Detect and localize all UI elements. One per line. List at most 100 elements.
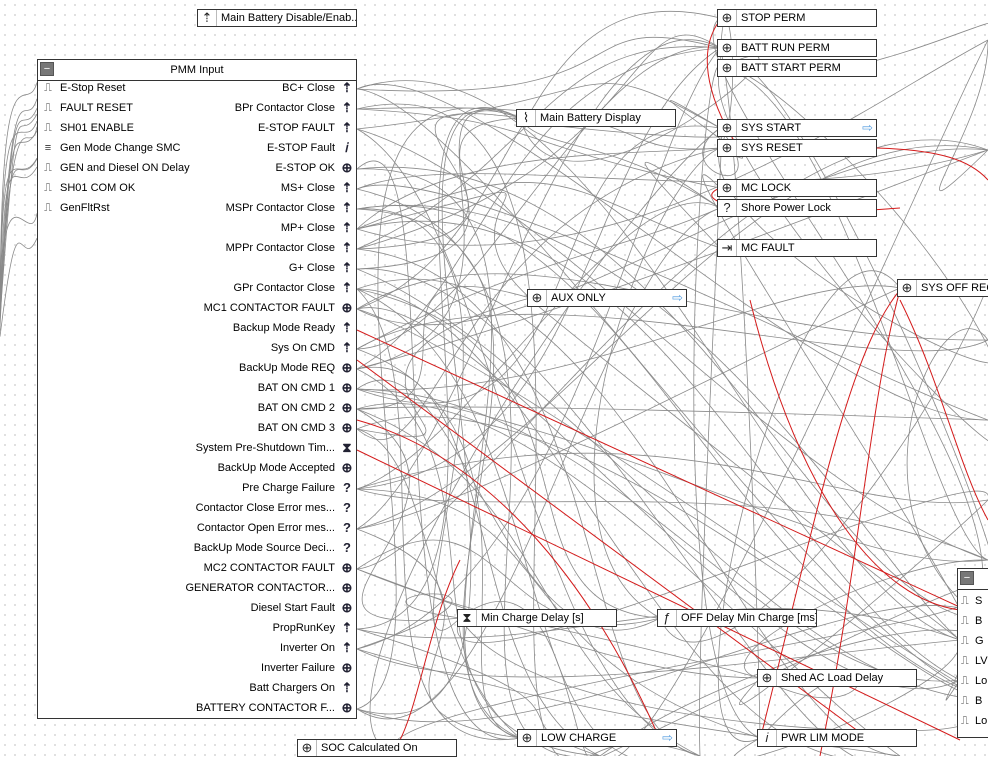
wire [356, 47, 721, 650]
right-block-port[interactable]: ⎍Lo [961, 673, 987, 689]
main-battery-display-block[interactable]: ⌇Main Battery Display [516, 109, 676, 127]
batt-start-perm-block[interactable]: ⊕BATT START PERM [717, 59, 877, 77]
pmm-output-port[interactable]: BAT ON CMD 3⊕ [258, 420, 355, 436]
shed-ac-load-delay-block[interactable]: ⊕Shed AC Load Delay [757, 669, 917, 687]
port-label: GPr Contactor Close [233, 282, 335, 294]
arrow-right-icon[interactable]: ⇨ [662, 730, 673, 745]
pmm-output-port[interactable]: MS+ Close⇡ [281, 180, 355, 196]
pmm-output-port[interactable]: Backup Mode Ready⇡ [233, 320, 355, 336]
pmm-output-port[interactable]: Inverter Failure⊕ [261, 660, 355, 676]
wire [356, 39, 988, 246]
pmm-input-block[interactable]: − PMM Input ⎍E-Stop Reset ⎍FAULT RESET ⎍SH… [37, 59, 357, 719]
pmm-output-port[interactable]: E-STOP FAULT⇡ [258, 120, 355, 136]
port-label: Diesel Start Fault [250, 602, 335, 614]
arrow-right-icon[interactable]: ⇨ [672, 290, 683, 305]
pmm-output-port[interactable]: Contactor Close Error mes...? [196, 500, 355, 516]
mc-lock-block[interactable]: ⊕MC LOCK [717, 179, 877, 197]
pmm-output-port[interactable]: BackUp Mode Accepted⊕ [218, 460, 355, 476]
pmm-output-port[interactable]: BAT ON CMD 2⊕ [258, 400, 355, 416]
pmm-input-port[interactable]: ⎍E-Stop Reset [40, 80, 125, 96]
pulse-icon: ⎍ [961, 614, 969, 627]
pmm-input-port[interactable]: ⎍SH01 COM OK [40, 180, 135, 196]
low-charge-block[interactable]: ⊕LOW CHARGE⇨ [517, 729, 677, 747]
right-block-port[interactable]: ⎍G [961, 633, 984, 649]
pmm-output-port[interactable]: MC1 CONTACTOR FAULT⊕ [204, 300, 355, 316]
sys-reset-block[interactable]: ⊕SYS RESET [717, 139, 877, 157]
wire [719, 67, 988, 561]
wire [356, 608, 961, 641]
pmm-output-port[interactable]: GENERATOR CONTACTOR...⊕ [185, 580, 355, 596]
pmm-output-port[interactable]: MP+ Close⇡ [281, 220, 355, 236]
pmm-output-port[interactable]: Diesel Start Fault⊕ [251, 600, 355, 616]
crosshair-icon: ⊕ [341, 300, 353, 315]
pmm-output-port[interactable]: Pre Charge Failure? [242, 480, 355, 496]
pulse-icon: ⎍ [961, 714, 969, 727]
wire [356, 88, 988, 701]
block-label: MC LOCK [741, 182, 792, 194]
right-block-port[interactable]: ⎍B [961, 613, 982, 629]
block-label: Min Charge Delay [s] [481, 612, 584, 624]
pmm-output-port[interactable]: BC+ Close⇡ [282, 80, 355, 96]
min-charge-delay-block[interactable]: ⧗Min Charge Delay [s] [457, 609, 617, 627]
pmm-output-port[interactable]: Batt Chargers On⇡ [249, 680, 355, 696]
pmm-output-port[interactable]: BATTERY CONTACTOR F...⊕ [196, 700, 355, 716]
wire [356, 46, 721, 350]
sys-off-req-block[interactable]: ⊕SYS OFF REQ [897, 279, 988, 297]
pmm-output-port[interactable]: G+ Close⇡ [289, 260, 355, 276]
pmm-input-header[interactable]: − PMM Input [38, 60, 356, 81]
mc-fault-block[interactable]: ⇥MC FAULT [717, 239, 877, 257]
wire [356, 403, 901, 756]
right-partial-block[interactable]: − ⎍S ⎍B ⎍G ⎍LV ⎍Lo ⎍B ⎍Lo [957, 568, 988, 738]
port-label: Sys On CMD [270, 342, 335, 354]
pmm-input-port[interactable]: ≡Gen Mode Change SMC [40, 140, 181, 156]
pmm-output-port[interactable]: PropRunKey⇡ [273, 620, 355, 636]
aux-only-block[interactable]: ⊕AUX ONLY⇨ [527, 289, 687, 307]
wire [356, 47, 721, 370]
pmm-output-port[interactable]: System Pre-Shutdown Tim...⧗ [196, 440, 355, 456]
main-battery-disable-block[interactable]: ⇡Main Battery Disable/Enab... [197, 9, 357, 27]
right-block-port[interactable]: ⎍S [961, 593, 982, 609]
pmm-output-port[interactable]: Contactor Open Error mes...? [197, 520, 355, 536]
pmm-output-port[interactable]: BAT ON CMD 1⊕ [258, 380, 355, 396]
port-label: Pre Charge Failure [242, 482, 335, 494]
pmm-input-port[interactable]: ⎍GEN and Diesel ON Delay [40, 160, 189, 176]
batt-run-perm-block[interactable]: ⊕BATT RUN PERM [717, 39, 877, 57]
arrow-right-icon[interactable]: ⇨ [862, 120, 873, 135]
wire [0, 98, 38, 303]
wire [356, 39, 721, 530]
pulse-icon: ⎍ [961, 594, 969, 607]
wire [356, 406, 988, 421]
right-block-port[interactable]: ⎍B [961, 693, 982, 709]
question-icon: ? [343, 500, 351, 515]
pmm-output-port[interactable]: Sys On CMD⇡ [271, 340, 355, 356]
wire [459, 600, 600, 756]
soc-calculated-on-block[interactable]: ⊕SOC Calculated On [297, 739, 457, 757]
right-block-port[interactable]: ⎍LV [961, 653, 988, 669]
crosshair-icon: ⊕ [341, 160, 353, 175]
wire [356, 147, 721, 441]
pmm-output-port[interactable]: GPr Contactor Close⇡ [234, 280, 355, 296]
pmm-output-port[interactable]: MPPr Contactor Close⇡ [226, 240, 355, 256]
shore-power-lock-block[interactable]: ?Shore Power Lock [717, 199, 877, 217]
sys-start-block[interactable]: ⊕SYS START⇨ [717, 119, 877, 137]
collapse-icon[interactable]: − [40, 62, 54, 76]
collapse-icon[interactable]: − [960, 571, 974, 585]
pmm-output-port[interactable]: Inverter On⇡ [280, 640, 355, 656]
pmm-output-port[interactable]: MSPr Contactor Close⇡ [226, 200, 355, 216]
wire [356, 313, 988, 352]
pmm-output-port[interactable]: E-STOP OK⊕ [275, 160, 355, 176]
stop-perm-block[interactable]: ⊕STOP PERM [717, 9, 877, 27]
pmm-input-port[interactable]: ⎍FAULT RESET [40, 100, 133, 116]
pmm-output-port[interactable]: BPr Contactor Close⇡ [235, 100, 355, 116]
pmm-input-port[interactable]: ⎍GenFltRst [40, 200, 109, 216]
pmm-output-port[interactable]: MC2 CONTACTOR FAULT⊕ [204, 560, 355, 576]
pmm-input-port[interactable]: ⎍SH01 ENABLE [40, 120, 134, 136]
port-label: BPr Contactor Close [234, 102, 335, 114]
pmm-output-port[interactable]: BackUp Mode REQ⊕ [239, 360, 355, 376]
pmm-output-port[interactable]: BackUp Mode Source Deci...? [194, 540, 355, 556]
right-block-port[interactable]: ⎍Lo [961, 713, 987, 729]
crosshair-icon: ⊕ [718, 40, 737, 56]
